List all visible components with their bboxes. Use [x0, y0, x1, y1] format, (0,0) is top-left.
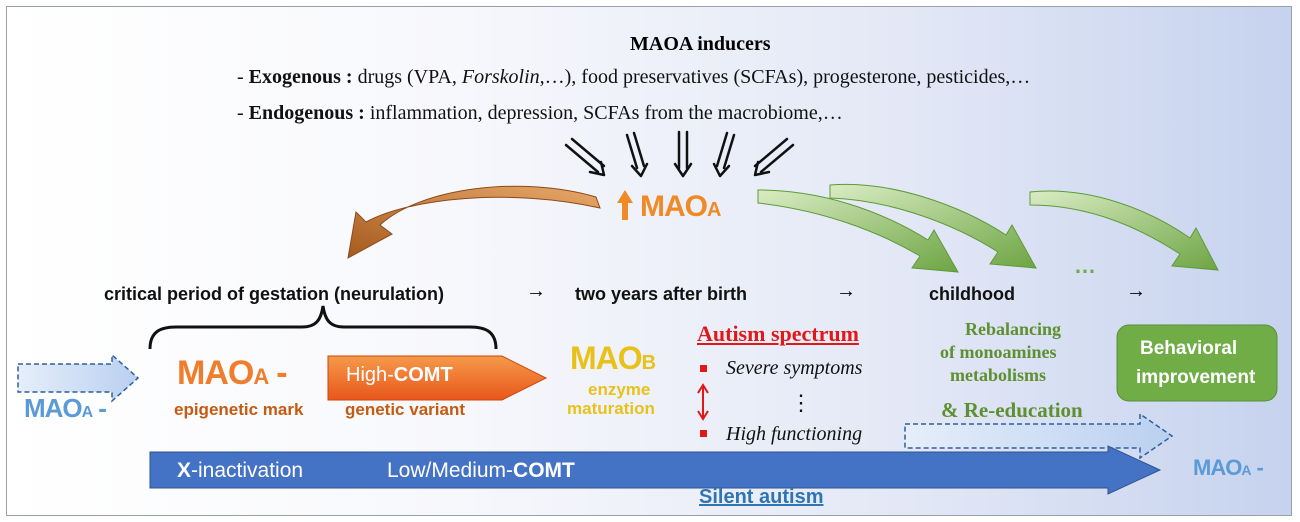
- exogenous-line: - Exogenous : drugs (VPA, Forskolin,…), …: [237, 66, 1031, 88]
- maoa-blue-left: MAOA-: [24, 393, 107, 423]
- spectrum-double-arrow: [697, 383, 709, 421]
- maob-label: MAOB: [570, 340, 656, 376]
- bullet-severe: [700, 365, 707, 372]
- up-arrow-icon: [617, 190, 633, 220]
- stage-gestation: critical period of gestation (neurulatio…: [104, 284, 445, 304]
- green-curved-arrow-3: [1029, 190, 1219, 271]
- inducer-arrow-2: [625, 131, 649, 178]
- x-inactivation-arrow: [149, 445, 1162, 495]
- maoa-blue-right: MAOA-: [1193, 455, 1264, 480]
- stage-two-years: two years after birth: [575, 284, 748, 304]
- vertical-ellipsis: ⋮: [790, 390, 812, 415]
- inducer-arrow-5: [753, 137, 795, 177]
- stage-arrow-3: →: [1126, 280, 1146, 302]
- diagram-title: MAOA inducers: [630, 33, 771, 55]
- rebalancing-line-1: Rebalancing: [965, 319, 1062, 339]
- maoa-minus-label: MAOA-: [177, 354, 288, 392]
- high-comt-label: High-COMT: [346, 364, 453, 386]
- bullet-high: [700, 430, 707, 437]
- green-curved-arrow-2: [829, 183, 1037, 269]
- behavioral-box: [1116, 324, 1278, 402]
- rebalancing-line-3: metabolisms: [950, 365, 1046, 385]
- brown-curved-arrow: [347, 185, 601, 259]
- behavioral-label-2: improvement: [1136, 367, 1256, 388]
- maturation-label: maturation: [567, 399, 655, 418]
- x-inactivation-label: X-inactivation: [177, 459, 304, 482]
- enzyme-label: enzyme: [588, 380, 651, 399]
- severe-symptoms-label: Severe symptoms: [726, 357, 863, 379]
- stage-childhood: childhood: [929, 284, 1015, 304]
- gestation-brace: [148, 305, 498, 350]
- autism-spectrum-title: Autism spectrum: [697, 321, 859, 346]
- inducer-arrow-3: [673, 130, 693, 178]
- green-ellipsis: …: [1074, 253, 1096, 278]
- epigenetic-mark-label: epigenetic mark: [174, 400, 304, 419]
- inducer-arrow-4: [712, 131, 736, 178]
- stage-arrow-2: →: [836, 280, 856, 302]
- green-curved-arrow-1: [757, 189, 959, 273]
- inducer-arrow-1: [564, 137, 606, 177]
- silent-autism-label: Silent autism: [699, 486, 824, 508]
- stage-arrow-1: →: [526, 280, 546, 302]
- maoa-center-label: MAOA: [640, 190, 721, 223]
- inducer-arrows: [564, 130, 795, 178]
- behavioral-label-1: Behavioral: [1140, 338, 1238, 359]
- right-dashed-arrow: [904, 412, 1174, 460]
- high-comt-arrow: [327, 355, 548, 401]
- genetic-variant-label: genetic variant: [345, 400, 465, 419]
- left-dashed-arrow: [17, 353, 140, 403]
- low-medium-comt-label: Low/Medium-COMT: [387, 459, 575, 482]
- rebalancing-line-2: of monoamines: [940, 342, 1057, 362]
- reeducation-label: & Re-education: [941, 398, 1083, 422]
- high-functioning-label: High functioning: [726, 423, 863, 445]
- endogenous-line: - Endogenous : inflammation, depression,…: [237, 102, 843, 124]
